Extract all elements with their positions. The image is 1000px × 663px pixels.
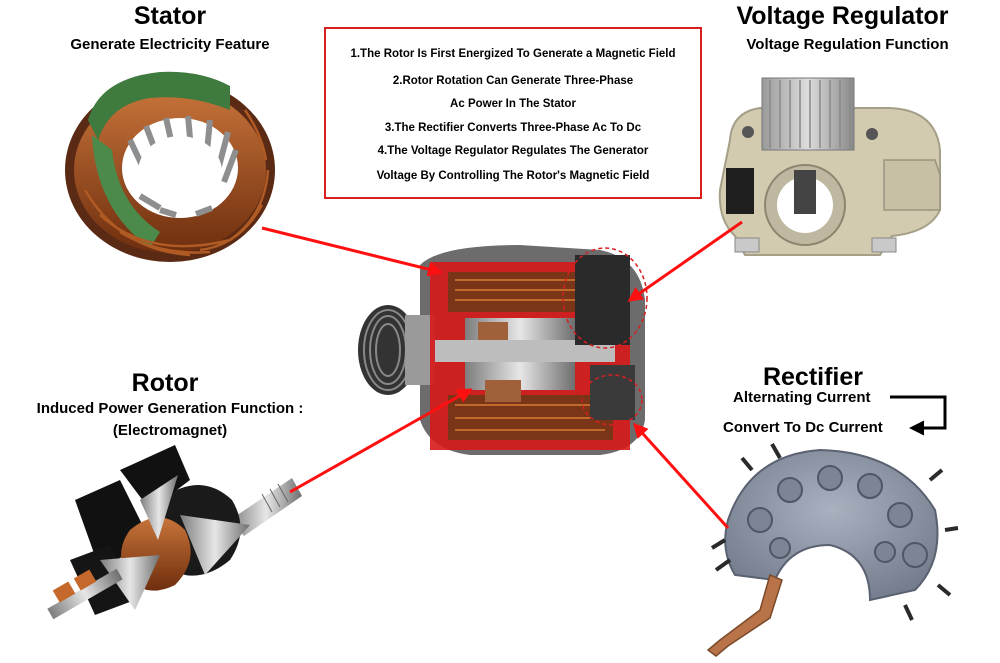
step-1: 1.The Rotor Is First Energized To Genera… [350, 48, 676, 60]
rectifier-title: Rectifier [762, 363, 864, 391]
stator-subtitle: Generate Electricity Feature [70, 36, 270, 53]
stator-image [65, 71, 275, 262]
rectifier-image [706, 443, 959, 657]
stator-arrow [261, 226, 443, 277]
rectifier-line-dc: Convert To Dc Current [723, 419, 883, 436]
stator-title: Stator [133, 2, 207, 30]
step-2: 2.Rotor Rotation Can Generate Three-Phas… [392, 75, 634, 87]
rotor-subtitle: Induced Power Generation Function : [36, 400, 304, 417]
regulator-arrow [627, 220, 743, 302]
rectifier-line-ac: Alternating Current [733, 389, 871, 406]
alternator-cutaway-image [358, 245, 648, 455]
step-4: 4.The Voltage Regulator Regulates The Ge… [377, 145, 649, 157]
step-4-cont: Voltage By Controlling The Rotor's Magne… [376, 170, 650, 182]
rotor-title: Rotor [131, 369, 199, 397]
conversion-arrow [890, 395, 947, 436]
rotor-arrow [289, 388, 473, 494]
voltage-regulator-title: Voltage Regulator [736, 2, 949, 30]
step-3: 3.The Rectifier Converts Three-Phase Ac … [384, 122, 642, 134]
rotor-image [47, 445, 302, 620]
voltage-regulator-image [718, 77, 941, 256]
rotor-subtitle-note: (Electromagnet) [112, 422, 228, 439]
working-steps-box: 1.The Rotor Is First Energized To Genera… [324, 27, 702, 199]
rectifier-arrow [632, 422, 730, 530]
step-2-cont: Ac Power In The Stator [450, 98, 576, 110]
pointer-arrows [261, 220, 743, 530]
voltage-regulator-subtitle: Voltage Regulation Function [746, 36, 949, 53]
